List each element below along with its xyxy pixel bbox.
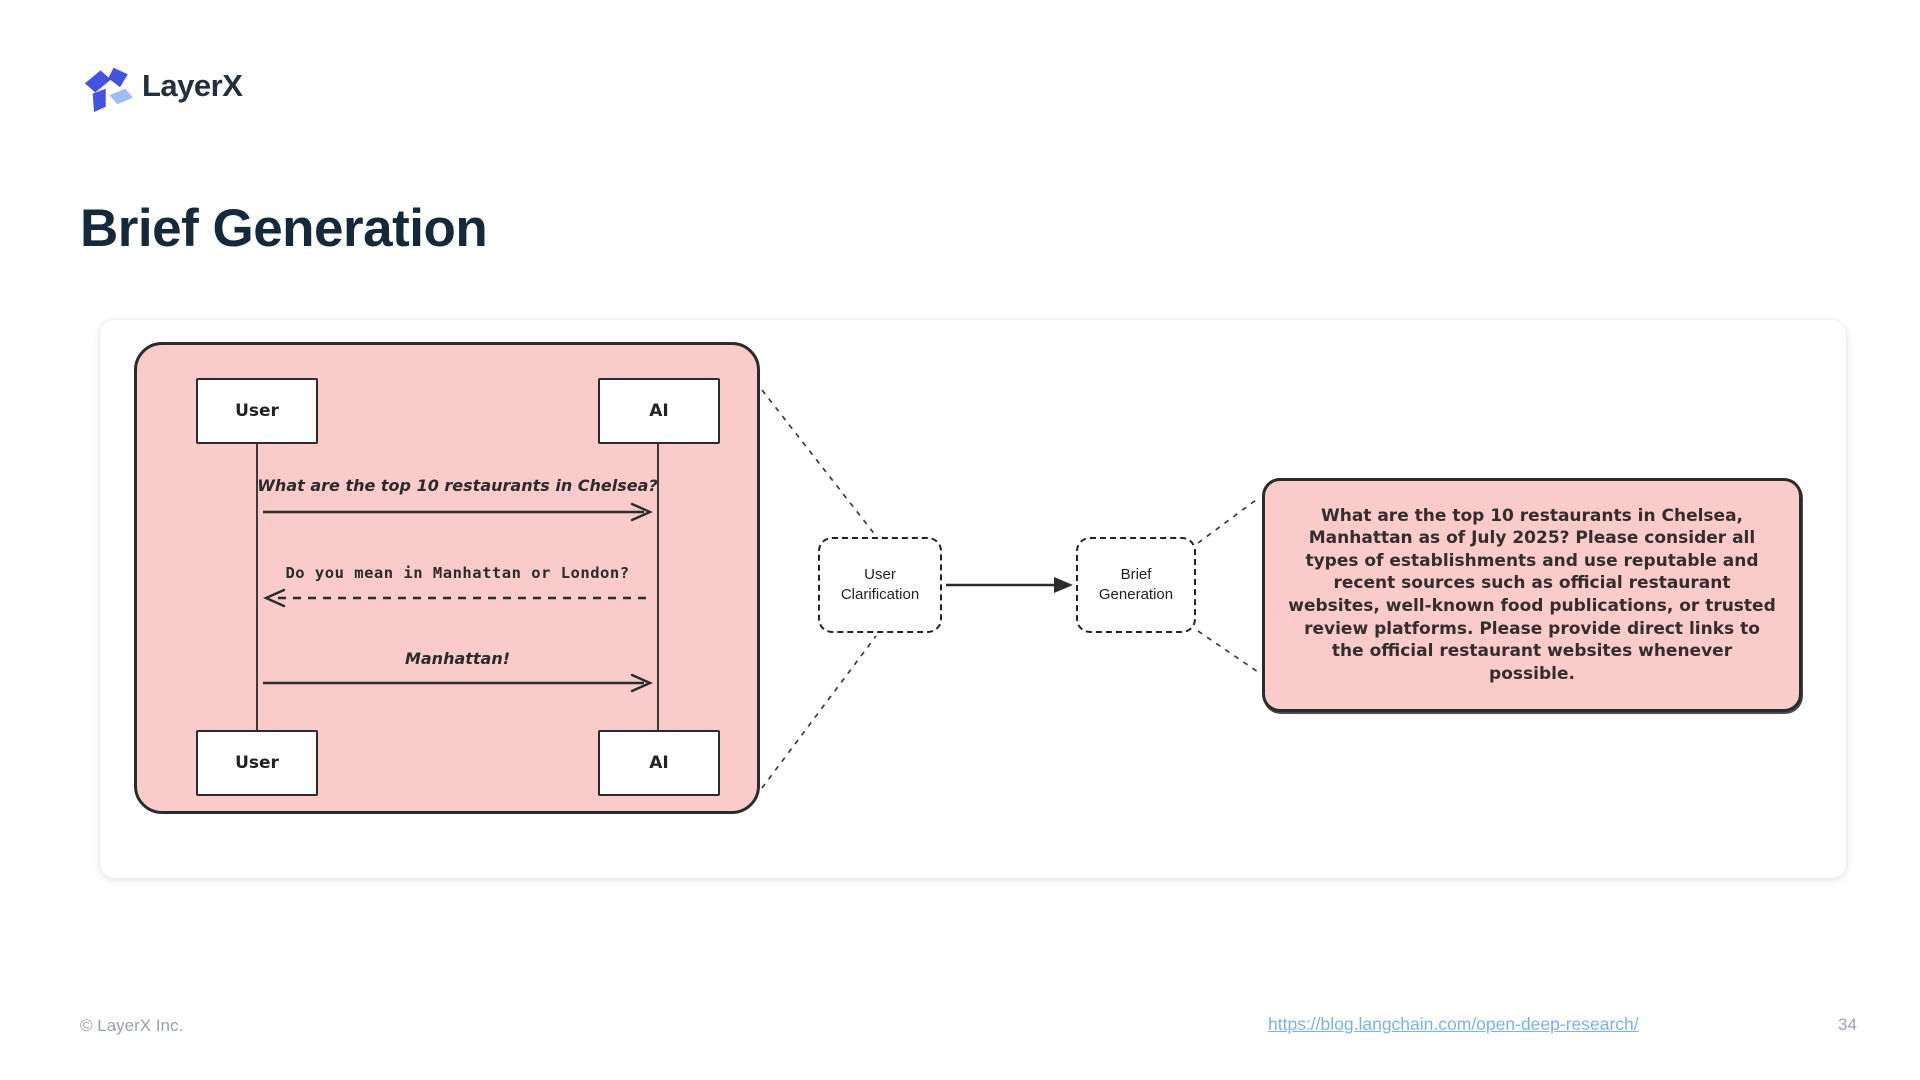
message2-label: Do you mean in Manhattan or London?	[285, 564, 630, 582]
node-user-clarification: User Clarification	[818, 537, 942, 633]
actor-ai-top: AI	[598, 378, 720, 444]
message3-label: Manhattan!	[404, 649, 511, 668]
message1-label: What are the top 10 restaurants in Chels…	[257, 476, 658, 495]
footer-source-link[interactable]: https://blog.langchain.com/open-deep-res…	[1268, 1014, 1639, 1034]
footer-copyright: © LayerX Inc.	[80, 1016, 184, 1035]
actor-user-bottom: User	[196, 730, 318, 796]
actor-user-top: User	[196, 378, 318, 444]
node-brief-generation: Brief Generation	[1076, 537, 1196, 633]
brief-output-text: What are the top 10 restaurants in Chels…	[1288, 505, 1776, 684]
page-number: 34	[1838, 1015, 1857, 1034]
actor-ai-bottom: AI	[598, 730, 720, 796]
logo-wordmark: LayerX	[142, 68, 243, 103]
brief-output-box: What are the top 10 restaurants in Chels…	[1262, 478, 1802, 712]
page-title: Brief Generation	[80, 199, 488, 258]
layerx-logo-icon	[84, 67, 133, 112]
